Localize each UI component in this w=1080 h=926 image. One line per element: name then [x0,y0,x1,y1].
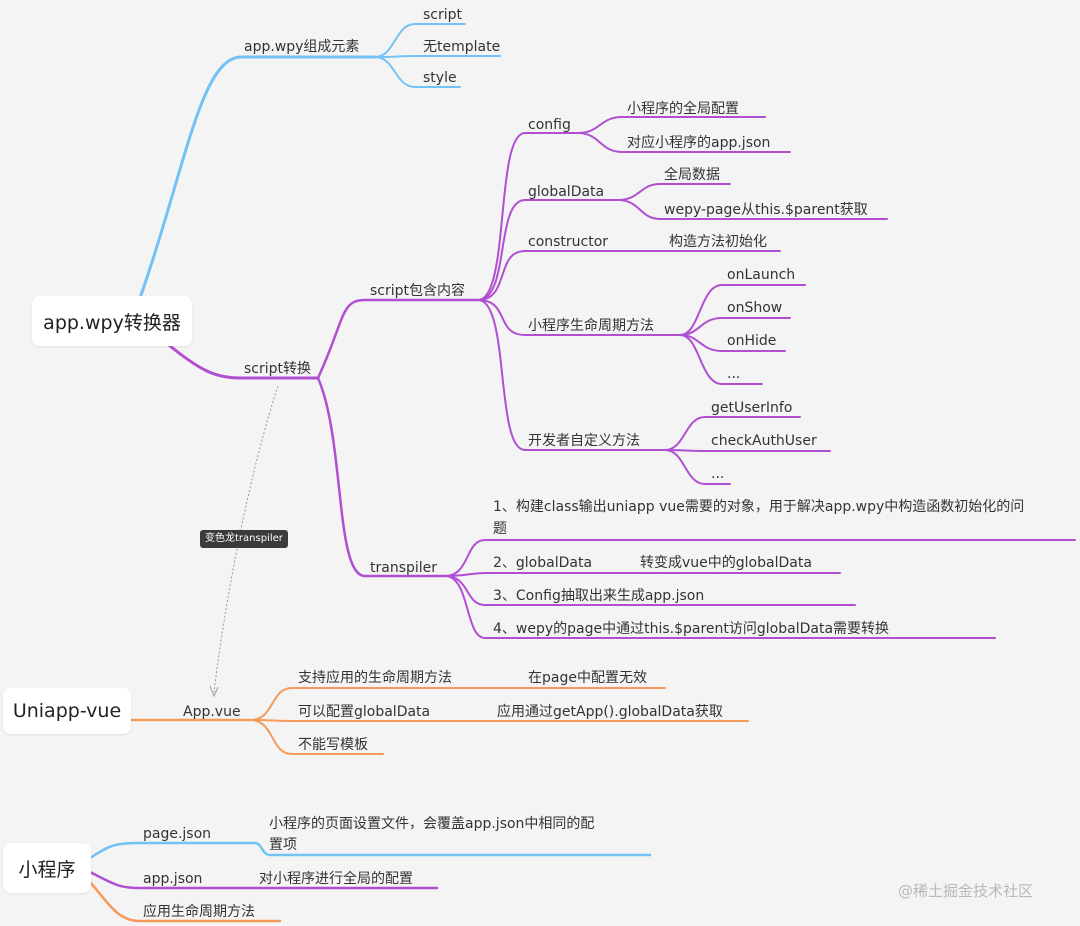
branch-app-json [88,870,439,890]
node-onhide[interactable]: onHide [727,333,777,349]
node-av-globaldata-note: 应用通过getApp().globalData获取 [497,704,723,720]
node-av-lifecycle-note: 在page中配置无效 [528,670,647,686]
node-style[interactable]: style [423,70,457,86]
branch-tr-4 [444,575,996,639]
node-constructor-init[interactable]: 构造方法初始化 [669,234,767,250]
branch-lc-1 [679,284,806,336]
node-app-wpy-components[interactable]: app.wpy组成元素 [244,39,360,55]
node-constructor[interactable]: constructor [528,234,609,250]
node-lifecycle-methods[interactable]: 小程序生命周期方法 [528,318,654,334]
branch-tr-2 [444,572,841,577]
node-globaldata[interactable]: globalData [528,184,605,200]
node-av-no-template[interactable]: 不能写模板 [298,737,368,753]
branch-script [374,23,466,58]
branch-root-to-script-convert [168,344,320,380]
transpiler-dotted-arrow [213,385,279,693]
transpiler-tooltip: 变色龙transpiler [200,530,288,548]
node-config-global-settings[interactable]: 小程序的全局配置 [627,101,739,117]
branch-no-template [374,55,501,58]
branch-custom [477,299,666,451]
node-getuserinfo[interactable]: getUserInfo [711,400,793,416]
branch-config-2 [577,132,791,153]
node-transpiler[interactable]: transpiler [370,560,438,576]
node-config[interactable]: config [528,117,571,133]
node-script-contents[interactable]: script包含内容 [370,283,466,299]
node-script-convert[interactable]: script转换 [244,361,312,377]
node-onshow[interactable]: onShow [727,300,783,316]
branch-gd-2 [617,199,888,220]
branch-root-to-components [138,55,377,300]
node-page-json-desc-cont: 置项 [269,837,297,853]
node-script[interactable]: script [423,7,463,23]
branch-globaldata [477,199,619,301]
branch-av-1 [249,687,666,721]
node-lifecycle-ellipsis[interactable]: ... [727,366,741,382]
branch-cu-3 [664,449,731,485]
node-av-lifecycle[interactable]: 支持应用的生命周期方法 [298,670,452,686]
node-globaldata-wepy-page[interactable]: wepy-page从this.$parent获取 [664,202,868,218]
node-transpiler-item-1-cont: 题 [493,521,507,537]
node-transpiler-item-3[interactable]: 3、Config抽取出来生成app.json [493,588,705,604]
node-app-json[interactable]: app.json [143,871,203,887]
node-transpiler-item-1[interactable]: 1、构建class输出uniapp vue需要的对象，用于解决app.wpy中构… [493,499,1025,515]
branch-lc-4 [679,334,763,385]
node-transpiler-item-4[interactable]: 4、wepy的page中通过this.$parent访问globalData需要… [493,621,890,637]
root-miniprogram[interactable]: 小程序 [3,843,91,893]
node-onlaunch[interactable]: onLaunch [727,267,796,283]
node-checkauthuser[interactable]: checkAuthUser [711,433,817,449]
transpiler-arrow-head [209,685,219,698]
branch-lc-2 [679,317,791,336]
branch-config-1 [577,116,766,134]
branch-cu-1 [664,416,801,451]
branch-style [374,56,461,88]
root-uniapp-vue[interactable]: Uniapp-vue [3,688,131,734]
branch-av-3 [249,719,384,755]
branch-tr-1 [444,539,1076,577]
node-globaldata-global[interactable]: 全局数据 [664,167,720,183]
branch-script-contents [316,298,480,380]
node-no-template[interactable]: 无template [423,39,501,55]
branch-transpiler [316,376,447,578]
node-custom-methods[interactable]: 开发者自定义方法 [528,433,640,449]
node-mp-lifecycle[interactable]: 应用生命周期方法 [143,904,255,920]
branch-constructor [477,250,641,301]
branch-mp-lifecycle [88,880,282,923]
node-transpiler-item-2[interactable]: 2、globalData [493,555,593,571]
branch-lifecycle [477,299,681,336]
branch-page-json [88,841,652,860]
node-config-app-json[interactable]: 对应小程序的app.json [627,135,771,151]
watermark: @稀土掘金技术社区 [898,882,1034,900]
branch-config [477,132,579,301]
branch-cu-2 [664,449,831,452]
root-app-wpy-converter[interactable]: app.wpy转换器 [32,296,192,346]
node-page-json[interactable]: page.json [143,826,212,842]
node-app-json-desc: 对小程序进行全局的配置 [259,871,413,887]
branch-gd-1 [617,183,731,201]
node-custom-ellipsis[interactable]: ... [711,466,725,482]
node-page-json-desc: 小程序的页面设置文件，会覆盖app.json中相同的配 [269,816,595,832]
node-app-vue[interactable]: App.vue [183,704,241,720]
node-transpiler-item-2-note: 转变成vue中的globalData [640,555,812,571]
node-av-globaldata[interactable]: 可以配置globalData [298,704,431,720]
